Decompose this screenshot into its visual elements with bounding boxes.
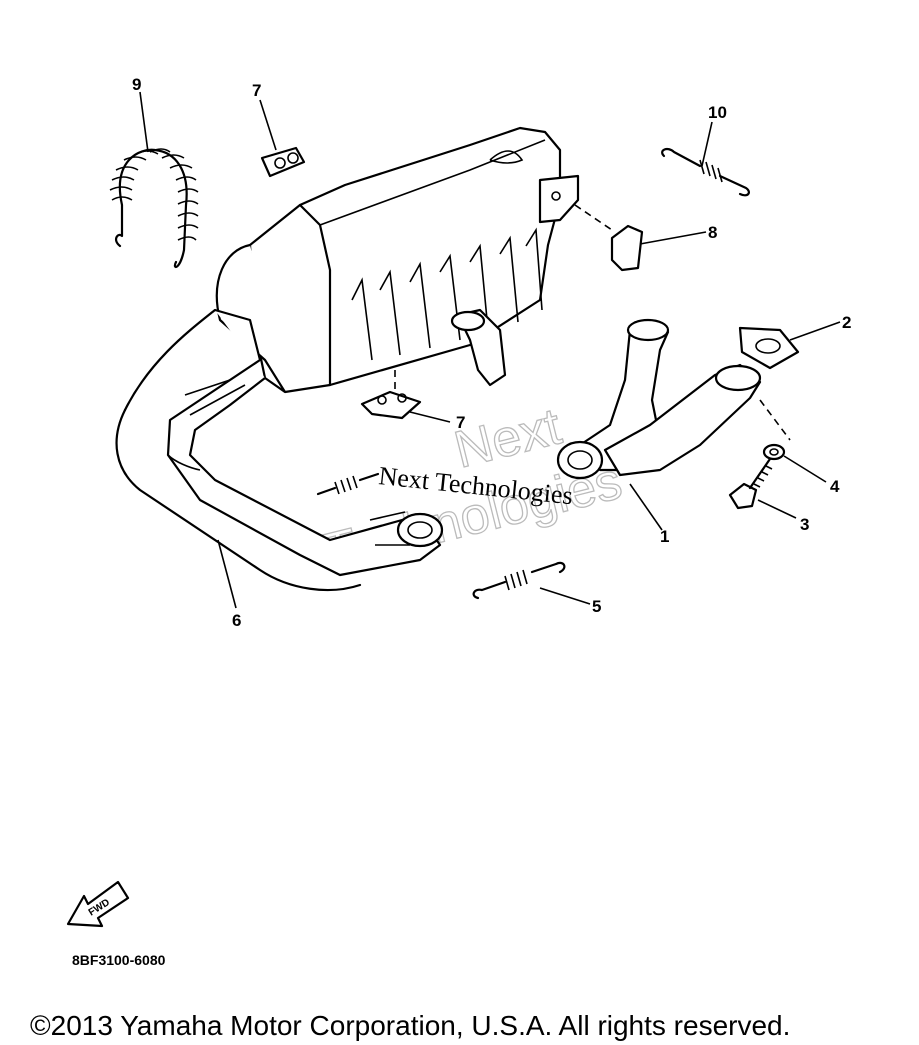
exhaust-pipe-1	[556, 318, 791, 480]
spring-9	[109, 148, 199, 269]
callout-9: 9	[132, 75, 141, 94]
callout-6: 6	[232, 611, 241, 630]
rubber-mount-7-top	[260, 146, 306, 178]
washer-4	[762, 443, 786, 461]
exhaust-pipe-6	[115, 308, 444, 592]
leader-lines	[139, 91, 841, 609]
diagram-code: 8BF3100-6080	[72, 952, 166, 968]
callout-5: 5	[592, 597, 601, 616]
callout-7-bottom: 7	[456, 413, 465, 432]
fwd-arrow-icon: FWD	[66, 880, 130, 928]
copyright-notice: ©2013 Yamaha Motor Corporation, U.S.A. A…	[30, 1010, 791, 1041]
rubber-mount-8	[574, 204, 644, 272]
spring-pipe	[316, 472, 380, 496]
muffler	[215, 126, 580, 394]
callout-4: 4	[830, 477, 840, 496]
spring-5	[472, 561, 566, 600]
callout-3: 3	[800, 515, 809, 534]
callout-10: 10	[708, 103, 727, 122]
spring-10	[661, 147, 750, 197]
callout-7-top: 7	[252, 81, 261, 100]
callout-8: 8	[708, 223, 717, 242]
callout-1: 1	[660, 527, 669, 546]
rubber-mount-7-bottom	[360, 370, 422, 420]
gasket-2	[738, 326, 800, 370]
bolt-3	[728, 454, 774, 510]
callouts: 9 7 10 8 2 7 4 3 1 5 6	[132, 75, 851, 630]
callout-2: 2	[842, 313, 851, 332]
